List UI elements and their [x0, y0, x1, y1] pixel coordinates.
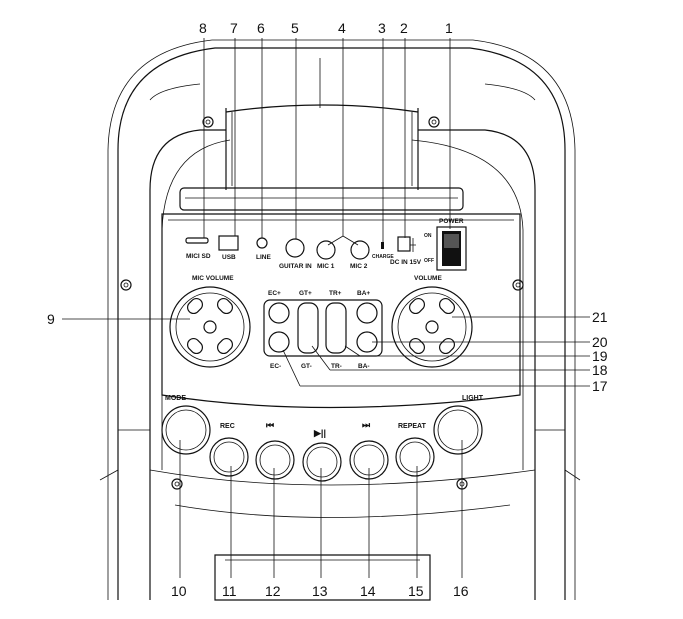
- tr-slider[interactable]: [325, 302, 347, 354]
- usb-port[interactable]: USB: [218, 235, 239, 261]
- callout-17: 17: [592, 378, 608, 394]
- ec-minus-button[interactable]: [268, 331, 290, 353]
- callout-9: 9: [47, 311, 55, 327]
- ec-plus-button[interactable]: [268, 302, 290, 324]
- play-pause-button[interactable]: ▶||: [302, 428, 342, 482]
- rec-button[interactable]: REC: [209, 423, 249, 477]
- power-label: POWER: [439, 218, 464, 225]
- mic1-label: MIC 1: [317, 263, 335, 270]
- light-button[interactable]: LIGHT: [433, 395, 484, 455]
- mic-volume-knob[interactable]: MIC VOLUME: [169, 275, 251, 368]
- callout-20: 20: [592, 334, 608, 350]
- prev-button[interactable]: ⏮: [255, 420, 295, 480]
- callout-11: 11: [222, 583, 237, 599]
- callout-19: 19: [592, 348, 608, 364]
- speaker-body-outline: [99, 39, 581, 601]
- charge-indicator: CHARGE: [372, 242, 394, 260]
- callout-3: 3: [378, 20, 386, 36]
- charge-label: CHARGE: [372, 254, 394, 260]
- next-icon: ⏭: [362, 420, 371, 430]
- volume-knob[interactable]: VOLUME: [391, 275, 473, 368]
- callout-5: 5: [291, 20, 299, 36]
- ba-plus-button[interactable]: [356, 302, 378, 324]
- on-label: ON: [424, 233, 432, 239]
- callout-numbers: 1 2 3 4 5 6 7 8 9 10 11 12 13 14 15 16 1…: [47, 20, 608, 599]
- mode-label: MODE: [165, 395, 186, 402]
- screws: [120, 116, 524, 490]
- dc-in-label: DC IN 15V: [390, 259, 422, 266]
- repeat-button[interactable]: REPEAT: [395, 423, 435, 477]
- charge-led-icon: [381, 242, 384, 249]
- power-switch[interactable]: POWER ON OFF: [424, 218, 467, 271]
- guitar-in-jack[interactable]: GUITAR IN: [279, 238, 312, 270]
- volume-label: VOLUME: [414, 275, 442, 282]
- callout-8: 8: [199, 20, 207, 36]
- micro-sd-label: MICI SD: [186, 253, 211, 260]
- dc-in-port[interactable]: DC IN 15V: [390, 236, 422, 266]
- prev-icon: ⏮: [266, 420, 274, 430]
- callout-15: 15: [408, 583, 424, 599]
- usb-label: USB: [222, 254, 236, 261]
- guitar-in-label: GUITAR IN: [279, 263, 312, 270]
- repeat-label: REPEAT: [398, 423, 427, 430]
- tr-minus-label: TR-: [331, 363, 342, 370]
- dc-polarity-icon: [410, 238, 416, 252]
- callout-14: 14: [360, 583, 376, 599]
- callout-10: 10: [171, 583, 187, 599]
- micro-sd-slot[interactable]: MICI SD: [185, 237, 211, 260]
- ba-minus-label: BA-: [358, 363, 370, 370]
- rec-label: REC: [220, 423, 235, 430]
- callout-2: 2: [400, 20, 408, 36]
- line-label: LINE: [256, 254, 271, 261]
- line-in-jack[interactable]: LINE: [256, 237, 271, 261]
- callout-13: 13: [312, 583, 328, 599]
- gt-minus-label: GT-: [301, 363, 312, 370]
- mic2-label: MIC 2: [350, 263, 368, 270]
- gt-slider[interactable]: [297, 302, 319, 354]
- eq-panel: EC+ GT+ TR+ BA+ EC- GT- TR- BA-: [263, 290, 383, 370]
- callout-4: 4: [338, 20, 346, 36]
- ec-minus-label: EC-: [270, 363, 281, 370]
- leader-lines: [62, 38, 590, 578]
- mode-button[interactable]: MODE: [161, 395, 211, 455]
- gt-plus-label: GT+: [299, 290, 312, 297]
- tr-plus-label: TR+: [329, 290, 342, 297]
- ec-plus-label: EC+: [268, 290, 281, 297]
- mic1-jack[interactable]: MIC 1: [316, 240, 336, 270]
- ba-plus-label: BA+: [357, 290, 370, 297]
- callout-21: 21: [592, 309, 608, 325]
- off-label: OFF: [424, 258, 434, 264]
- mic-volume-label: MIC VOLUME: [192, 275, 234, 282]
- callout-7: 7: [230, 20, 238, 36]
- play-pause-icon: ▶||: [313, 428, 326, 438]
- callout-1: 1: [445, 20, 453, 36]
- callout-16: 16: [453, 583, 469, 599]
- mic2-jack[interactable]: MIC 2: [350, 240, 370, 270]
- callout-12: 12: [265, 583, 281, 599]
- callout-6: 6: [257, 20, 265, 36]
- light-label: LIGHT: [462, 395, 484, 402]
- callout-18: 18: [592, 362, 608, 378]
